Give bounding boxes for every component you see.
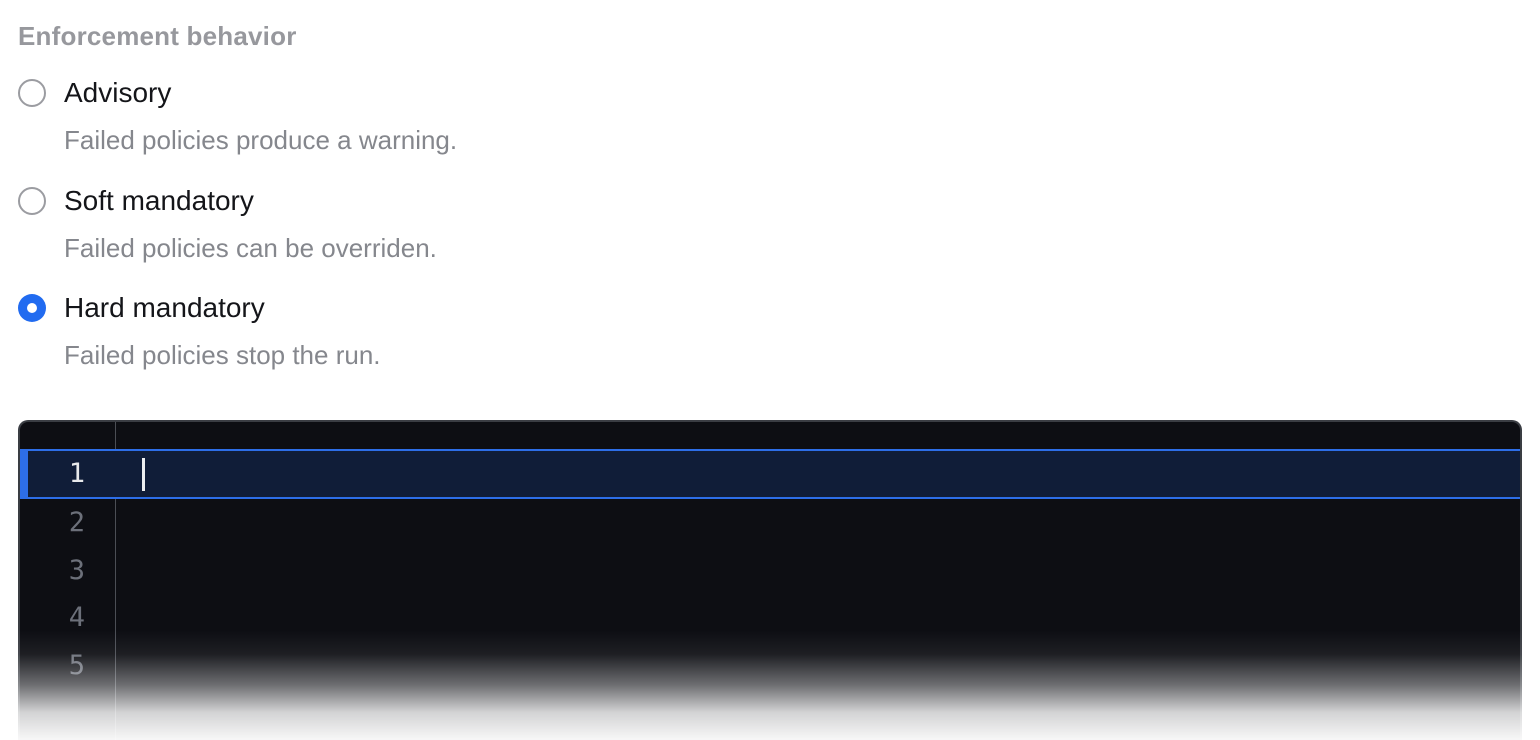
code-line[interactable]: 5	[20, 642, 1520, 690]
option-advisory-label[interactable]: Advisory	[64, 77, 172, 108]
option-soft-mandatory-description: Failed policies can be overriden.	[64, 233, 437, 263]
code-content[interactable]	[115, 642, 1520, 690]
line-number: 4	[68, 602, 85, 634]
option-soft-mandatory[interactable]: Soft mandatory Failed policies can be ov…	[18, 184, 437, 264]
radio-advisory[interactable]	[18, 79, 46, 107]
radio-soft-mandatory[interactable]	[18, 187, 46, 215]
code-content[interactable]	[115, 451, 1520, 497]
line-number: 5	[68, 649, 85, 681]
option-soft-mandatory-label[interactable]: Soft mandatory	[64, 185, 254, 216]
active-line-marker	[20, 449, 28, 499]
policy-code-editor[interactable]: 1 2 3 4 5	[18, 420, 1522, 740]
code-content[interactable]	[115, 594, 1520, 642]
code-line[interactable]: 3	[20, 547, 1520, 595]
option-hard-mandatory-description: Failed policies stop the run.	[64, 340, 381, 370]
enforcement-behavior-label: Enforcement behavior	[18, 21, 297, 51]
option-hard-mandatory-label[interactable]: Hard mandatory	[64, 292, 265, 323]
code-content[interactable]	[115, 547, 1520, 595]
code-line[interactable]: 2	[20, 499, 1520, 547]
line-number: 2	[68, 507, 85, 538]
option-hard-mandatory[interactable]: Hard mandatory Failed policies stop the …	[18, 291, 381, 371]
code-line-active[interactable]: 1	[20, 449, 1520, 499]
option-advisory[interactable]: Advisory Failed policies produce a warni…	[18, 76, 457, 156]
text-cursor	[142, 457, 145, 491]
line-number: 1	[68, 458, 85, 489]
option-advisory-description: Failed policies produce a warning.	[64, 125, 458, 155]
gutter-divider	[115, 422, 116, 740]
radio-hard-mandatory[interactable]	[18, 294, 46, 322]
code-line[interactable]: 4	[20, 594, 1520, 642]
line-number: 3	[68, 554, 85, 586]
code-content[interactable]	[115, 499, 1520, 547]
